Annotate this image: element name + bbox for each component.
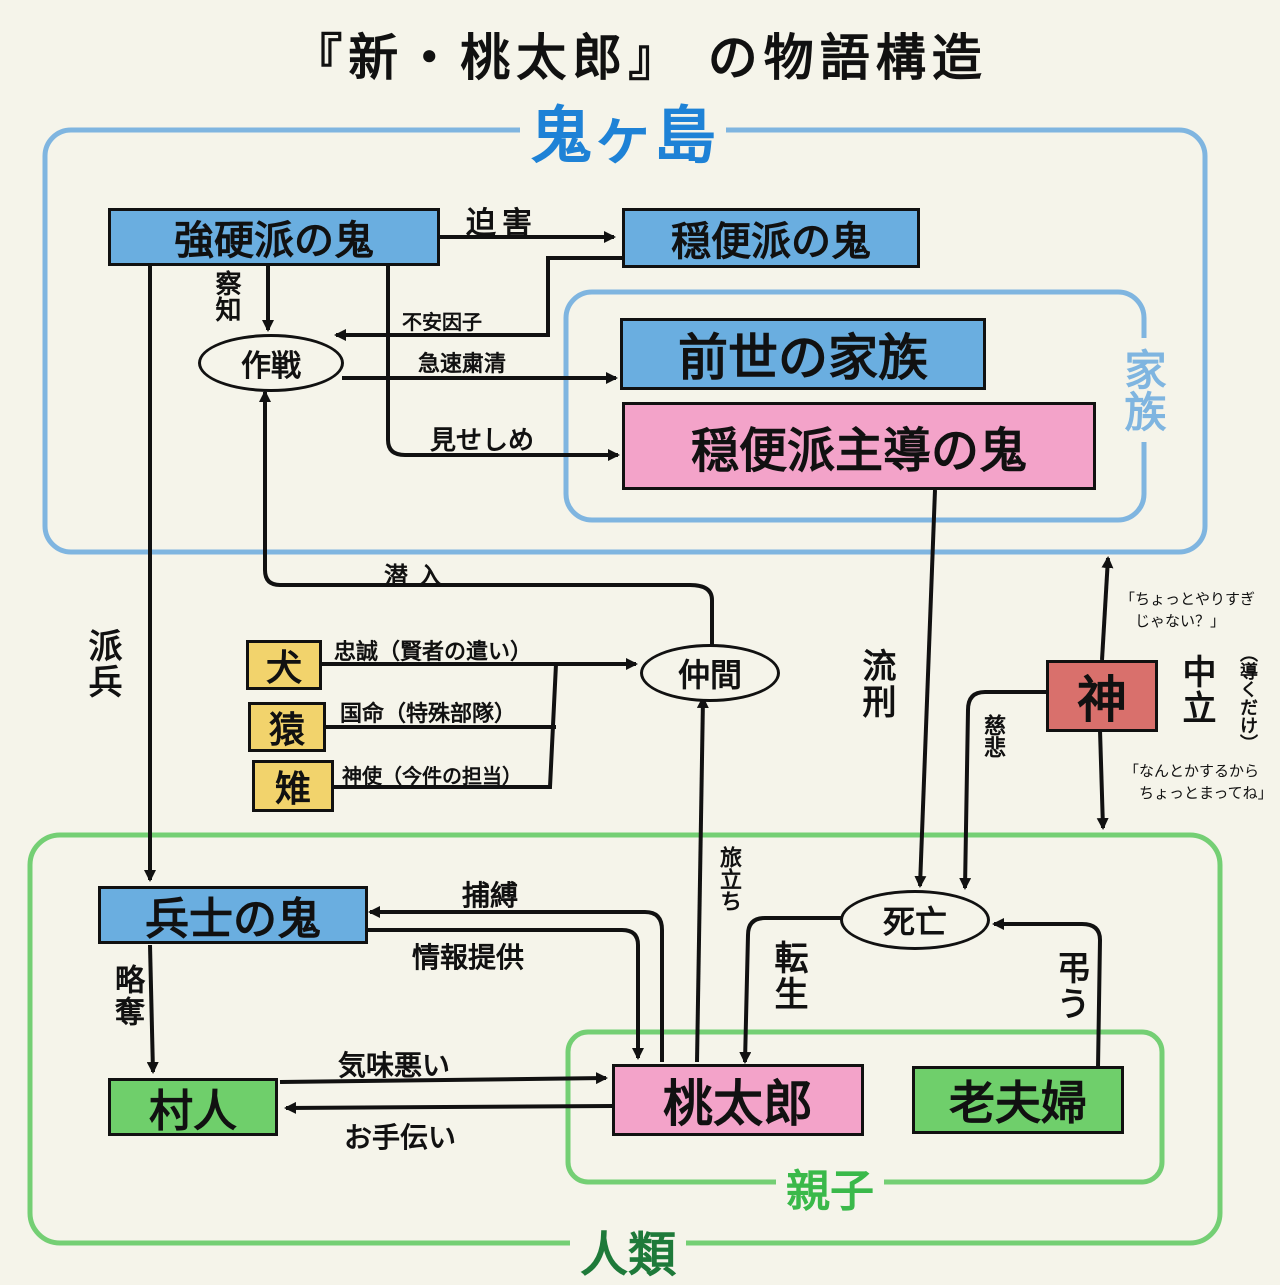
edge-label-reincarnation: 転生 bbox=[768, 940, 808, 1012]
edge-label-help: お手伝い bbox=[344, 1121, 457, 1154]
edge-label-anxiety-factor: 不安因子 bbox=[402, 310, 482, 334]
edge-label-national-order: 国命（特殊部隊） bbox=[340, 702, 517, 727]
node-old-couple: 老夫婦 bbox=[912, 1066, 1124, 1134]
node-companions: 仲間 bbox=[640, 644, 780, 702]
edge-label-creepy: 気味悪い bbox=[338, 1049, 451, 1082]
arrow-god-up bbox=[1100, 556, 1114, 661]
arrow-creepy bbox=[279, 1072, 608, 1085]
edge-label-mercy: 慈悲 bbox=[980, 714, 1005, 758]
region-family-label: 家族 bbox=[1112, 338, 1173, 442]
arrow-help bbox=[284, 1101, 613, 1114]
node-pheasant: 雉 bbox=[252, 760, 334, 812]
node-death: 死亡 bbox=[840, 890, 990, 950]
arrow-info-provide bbox=[368, 928, 644, 1060]
edge-label-loyalty: 忠誠（賢者の遣い） bbox=[334, 640, 533, 665]
node-dog: 犬 bbox=[246, 640, 322, 690]
edge-label-exile: 流刑 bbox=[856, 648, 896, 720]
node-hardline-oni: 強硬派の鬼 bbox=[108, 208, 440, 266]
edge-label-infiltration: 潜入 bbox=[384, 562, 452, 590]
edge-label-persecution: 迫害 bbox=[466, 206, 538, 241]
region-humanity-label: 人類 bbox=[570, 1215, 687, 1285]
arrow-example bbox=[386, 266, 620, 461]
node-momotaro: 桃太郎 bbox=[612, 1064, 864, 1136]
edge-label-mourn: 弔う bbox=[1050, 950, 1090, 1022]
node-moderate-leader-oni: 穏便派主導の鬼 bbox=[622, 402, 1096, 490]
edge-label-info-provide: 情報提供 bbox=[412, 941, 525, 974]
arrow-anxiety-factor bbox=[334, 256, 622, 341]
region-onigashima-label: 鬼ヶ島 bbox=[520, 85, 727, 175]
arrow-exile bbox=[914, 489, 937, 888]
edge-label-divine-envoy: 神使（今件の担当） bbox=[342, 764, 522, 788]
node-villagers: 村人 bbox=[108, 1078, 278, 1137]
note-god-up: 「ちょっとやりすぎ じゃない？」 bbox=[1120, 590, 1256, 630]
edge-label-example: 見せしめ bbox=[430, 426, 535, 456]
arrow-reincarnation bbox=[739, 916, 842, 1064]
line-divine-envoy bbox=[334, 663, 558, 789]
page-title: 『新・桃太郎』 の物語構造 bbox=[292, 29, 988, 87]
note-god-down: 「なんとかするから ちょっとまってね」 bbox=[1124, 762, 1273, 802]
edge-label-dispatch: 派兵 bbox=[82, 628, 122, 700]
edge-label-neutral: 中立 bbox=[1176, 654, 1216, 726]
arrow-mourn bbox=[992, 918, 1103, 1069]
edge-label-rapid-purge: 急速粛清 bbox=[418, 352, 507, 377]
node-past-family: 前世の家族 bbox=[620, 318, 986, 390]
node-monkey: 猿 bbox=[248, 702, 326, 752]
arrow-infiltration bbox=[259, 390, 714, 645]
node-moderate-oni: 穏便派の鬼 bbox=[622, 208, 920, 268]
edge-label-detection: 察知 bbox=[211, 270, 241, 322]
node-god: 神 bbox=[1046, 660, 1158, 732]
arrow-mercy bbox=[959, 690, 1046, 890]
arrow-god-down bbox=[1096, 729, 1109, 830]
arrow-capture bbox=[368, 906, 664, 1062]
node-operation: 作戦 bbox=[198, 334, 344, 392]
node-soldier-oni: 兵士の鬼 bbox=[98, 886, 368, 945]
region-parent-child-label: 親子 bbox=[776, 1155, 884, 1219]
edge-label-guide-only: （導くだけ） bbox=[1237, 644, 1258, 752]
edge-label-journey: 旅立ち bbox=[716, 846, 741, 912]
arrow-plunder bbox=[146, 944, 159, 1074]
edge-label-capture: 捕縛 bbox=[462, 879, 519, 912]
arrow-journey bbox=[695, 696, 709, 1063]
edge-label-plunder: 略奪 bbox=[109, 964, 144, 1028]
